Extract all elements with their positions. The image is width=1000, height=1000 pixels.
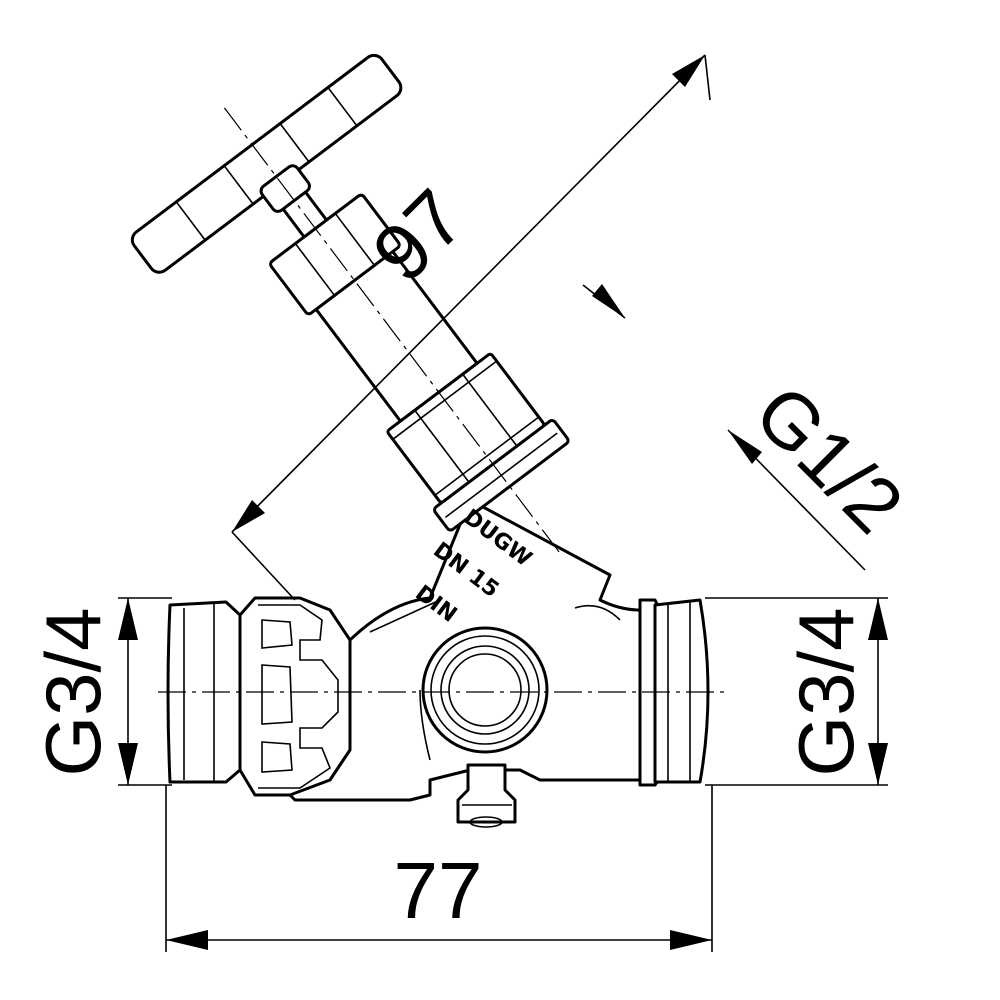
dimension-77-label: 77: [394, 846, 483, 935]
dimension-g1-2: G1/2: [582, 284, 920, 571]
valve-bonnet-assembly: DUGW DN 15 DIN: [130, 53, 570, 628]
valve-body: [166, 498, 710, 828]
dimension-g3-4-left: G3/4: [29, 597, 172, 786]
dimension-g3-4-right-label: G3/4: [782, 607, 870, 776]
dimension-g3-4-right: G3/4: [705, 597, 888, 786]
dimension-g3-4-left-label: G3/4: [29, 607, 117, 776]
dimension-77: 77: [165, 785, 713, 952]
dimension-g1-2-label: G1/2: [738, 368, 920, 550]
